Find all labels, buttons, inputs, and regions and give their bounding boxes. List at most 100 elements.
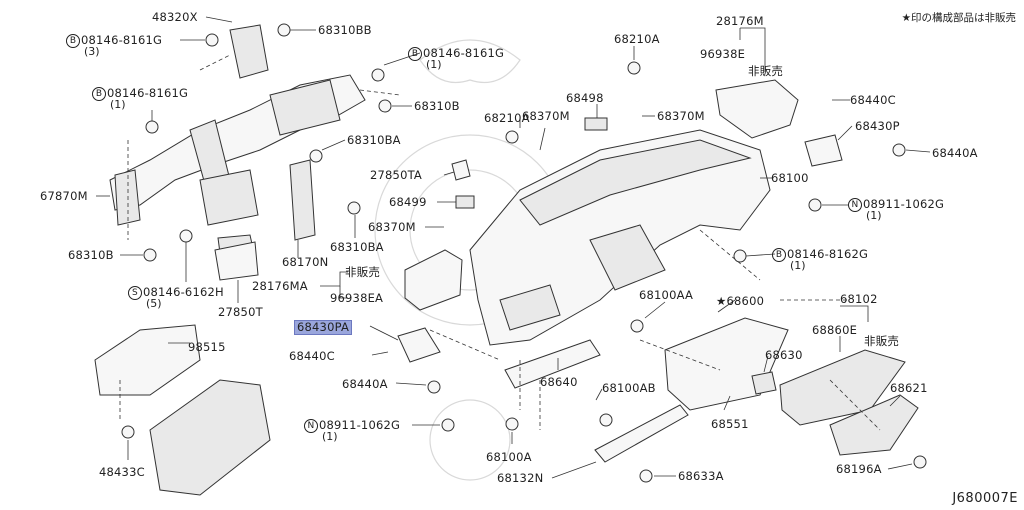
part-label-48320x[interactable]: 48320X <box>152 11 198 24</box>
part-number: 96938EA <box>330 291 384 305</box>
part-label-68100ab[interactable]: 68100AB <box>602 382 656 395</box>
part-label-68370m[interactable]: 68370M <box>522 110 570 123</box>
part-label-28176m[interactable]: 28176M <box>716 15 764 28</box>
part-label-68440c[interactable]: 68440C <box>850 94 896 107</box>
part-label-27850ta[interactable]: 27850TA <box>370 169 422 182</box>
fastener-type-symbol: N <box>304 419 318 433</box>
part-number: 68310B <box>68 248 114 262</box>
part-label-96938e[interactable]: 96938E <box>700 48 745 61</box>
part-number: 08146-8161G <box>107 86 189 100</box>
part-number: 68440C <box>850 93 896 107</box>
part-label-68210a[interactable]: 68210A <box>484 112 530 125</box>
part-label-67870m[interactable]: 67870M <box>40 190 88 203</box>
part-label-68196a[interactable]: 68196A <box>836 463 882 476</box>
fastener-type-symbol: B <box>66 34 80 48</box>
part-label-68430pa[interactable]: 68430PA <box>294 320 353 335</box>
part-number: 68630 <box>765 348 803 362</box>
part-label-48433c[interactable]: 48433C <box>99 466 145 479</box>
part-label-68370m[interactable]: 68370M <box>368 221 416 234</box>
part-quantity: (1) <box>866 209 882 222</box>
part-label-68100a[interactable]: 68100A <box>486 451 532 464</box>
part-number: 68621 <box>890 381 928 395</box>
part-number: 68310BA <box>347 133 401 147</box>
part-label-68132n[interactable]: 68132N <box>497 472 543 485</box>
part-number: 68499 <box>389 195 427 209</box>
part-label-68310bb[interactable]: 68310BB <box>318 24 372 37</box>
fastener-type-symbol: B <box>408 47 422 61</box>
part-label-68860e[interactable]: 68860E <box>812 324 857 337</box>
part-label-96938ea[interactable]: 96938EA <box>330 292 383 305</box>
part-quantity: (3) <box>84 45 100 58</box>
part-number: 68196A <box>836 462 882 476</box>
part-number: 48433C <box>99 465 145 479</box>
fastener-type-symbol: S <box>128 286 142 300</box>
part-label-68498[interactable]: 68498 <box>566 92 604 105</box>
diagram-code: J680007E <box>952 491 1018 506</box>
part-quantity: (1) <box>322 430 338 443</box>
part-quantity: (1) <box>790 259 806 272</box>
part-number: 68310BA <box>330 240 384 254</box>
instrument-panel <box>469 129 771 346</box>
part-number: 08911-1062G <box>863 197 945 211</box>
part-label-68600[interactable]: ★68600 <box>716 295 764 308</box>
part-label-68310ba[interactable]: 68310BA <box>330 241 384 254</box>
part-label-68100aa[interactable]: 68100AA <box>639 289 693 302</box>
glove-box <box>664 317 919 456</box>
part-label-68310b[interactable]: 68310B <box>414 100 460 113</box>
leader-lines <box>96 16 931 479</box>
part-label-68621[interactable]: 68621 <box>890 382 928 395</box>
part-number: 67870M <box>40 189 88 203</box>
part-label-68440a[interactable]: 68440A <box>932 147 978 160</box>
part-label-68630[interactable]: 68630 <box>765 349 803 362</box>
part-label-68310b[interactable]: 68310B <box>68 249 114 262</box>
part-label-68640[interactable]: 68640 <box>540 376 578 389</box>
part-number: 68633A <box>678 469 724 483</box>
steering-member <box>109 24 366 269</box>
part-label-68551[interactable]: 68551 <box>711 418 749 431</box>
part-label-68430p[interactable]: 68430P <box>855 120 900 133</box>
part-number: 68170N <box>282 255 329 269</box>
part-number: 96938E <box>700 47 746 61</box>
not-for-sale-note: ★印の構成部品は非販売 <box>901 12 1016 24</box>
part-number: 68440C <box>289 349 335 363</box>
part-number: 68640 <box>540 375 578 389</box>
part-quantity: (1) <box>426 58 442 71</box>
part-number: 68100 <box>771 171 809 185</box>
part-label-68210a[interactable]: 68210A <box>614 33 660 46</box>
part-number: 28176M <box>716 14 764 28</box>
part-number: 68430PA <box>297 320 350 334</box>
part-label-28176ma[interactable]: 28176MA <box>252 280 308 293</box>
part-number: 68440A <box>342 377 388 391</box>
part-label-68440c[interactable]: 68440C <box>289 350 335 363</box>
part-number: 08911-1062G <box>319 418 401 432</box>
part-label-68633a[interactable]: 68633A <box>678 470 724 483</box>
part-number: 28176MA <box>252 279 308 293</box>
part-label-68310ba[interactable]: 68310BA <box>347 134 401 147</box>
part-label-68499[interactable]: 68499 <box>389 196 427 209</box>
part-label-27850t[interactable]: 27850T <box>218 306 263 319</box>
part-number: 68370M <box>522 109 570 123</box>
part-label-68370m[interactable]: 68370M <box>657 110 705 123</box>
part-number: 68370M <box>657 109 705 123</box>
part-label-68102[interactable]: 68102 <box>840 293 878 306</box>
part-number: 68132N <box>497 471 544 485</box>
part-label-68440a[interactable]: 68440A <box>342 378 388 391</box>
fastener-type-symbol: N <box>848 198 862 212</box>
part-number: 68860E <box>812 323 858 337</box>
part-number: 08146-6162H <box>143 285 224 299</box>
part-quantity: (1) <box>110 98 126 111</box>
part-number: 27850T <box>218 305 263 319</box>
part-label-98515[interactable]: 98515 <box>188 341 226 354</box>
not-for-sale-star: ★ <box>716 294 727 308</box>
fasteners <box>121 23 927 483</box>
part-label-68100[interactable]: 68100 <box>771 172 809 185</box>
part-label-68170n[interactable]: 68170N <box>282 256 328 269</box>
not-for-sale-label: 非販売 <box>864 334 900 348</box>
